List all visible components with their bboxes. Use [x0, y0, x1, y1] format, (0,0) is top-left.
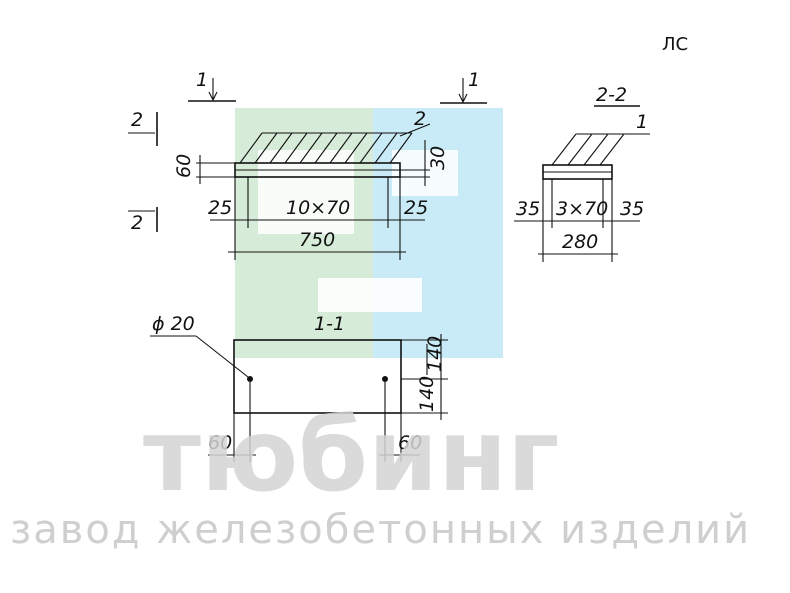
- plan-bar-callout: 2: [414, 108, 426, 130]
- section-mark-2-bottom: 2: [131, 212, 143, 234]
- hole-right: [382, 376, 388, 382]
- section-2-2-edge-left: 35: [516, 198, 540, 220]
- section-1-1-offset-left: 60: [208, 432, 232, 454]
- plan-edge-right: 25: [404, 197, 428, 219]
- section-2-2-view: 2-2 1 35 3×70 35 280: [514, 84, 650, 262]
- section-2-2-title: 2-2: [596, 84, 627, 106]
- section-1-1-title: 1-1: [314, 313, 345, 335]
- watermark-tagline: завод железобетонных изделий: [10, 507, 751, 553]
- section-mark-1-right: 1: [468, 69, 480, 91]
- section-1-1-view: 1-1 ϕ 20 140 140 60 60: [150, 313, 448, 462]
- section-1-1-dim-top: 140: [424, 336, 446, 372]
- section-2-2-total-width: 280: [562, 231, 598, 253]
- section-1-1-offset-right: 60: [398, 432, 422, 454]
- watermark-logo: [235, 108, 503, 358]
- watermark-brand: тюбинг: [143, 397, 559, 514]
- section-mark-2-top: 2: [131, 109, 143, 131]
- plan-edge-left: 25: [208, 197, 232, 219]
- section-2-2-spacing: 3×70: [556, 198, 608, 220]
- plan-total-length: 750: [299, 229, 335, 251]
- section-mark-1-left: 1: [196, 69, 208, 91]
- hole-diameter-label: ϕ 20: [152, 313, 195, 335]
- hole-left: [247, 376, 253, 382]
- section-2-2-bars: [551, 133, 650, 166]
- watermark-logo-cutout-3: [318, 278, 422, 312]
- plan-slab-dim: 30: [427, 146, 449, 170]
- plan-height-dim: 60: [173, 154, 195, 178]
- plan-view: 1 1 2 2 2: [128, 69, 487, 260]
- plan-bars: [239, 132, 413, 164]
- plan-spacing: 10×70: [286, 197, 350, 219]
- section-2-2-edge-right: 35: [620, 198, 644, 220]
- corner-mark: ЛС: [662, 34, 688, 55]
- section-1-1-dim-bottom: 140: [416, 376, 438, 412]
- section-2-2-bar-callout: 1: [636, 111, 648, 133]
- section-1-1-panel: [233, 339, 402, 414]
